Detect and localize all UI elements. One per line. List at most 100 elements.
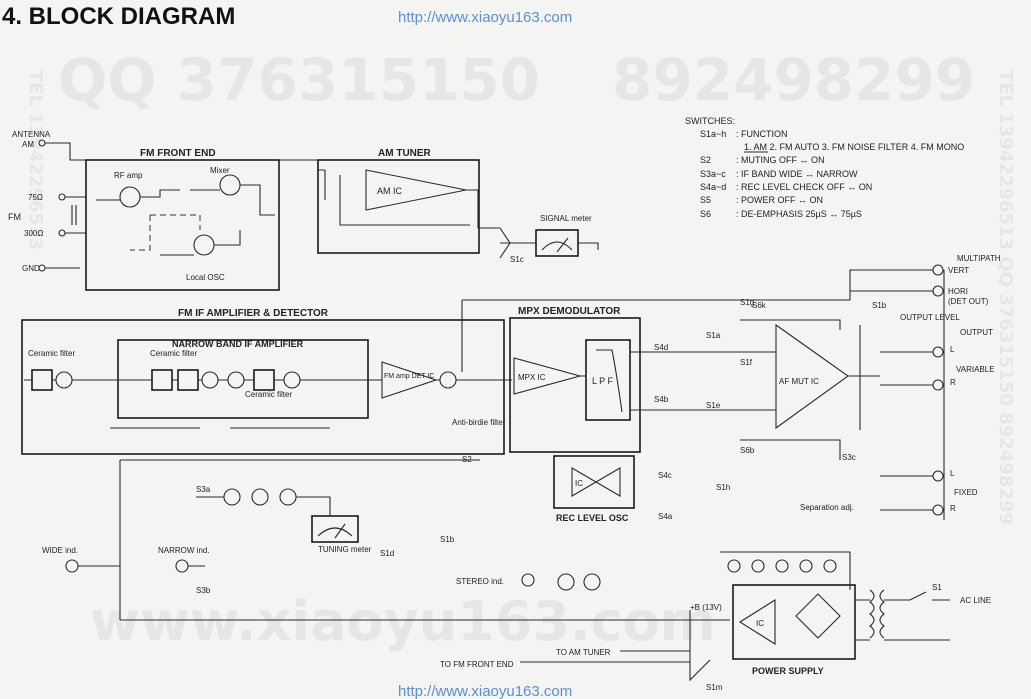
if-transistor-3-icon	[227, 371, 245, 389]
b-13v-label: +B (13V)	[690, 603, 722, 612]
stereo-transistor-1-icon	[557, 573, 575, 591]
fixed-l-label: L	[950, 469, 955, 478]
lpf-box	[585, 339, 631, 421]
legend-row-3-desc: : MUTING OFF ↔ ON	[736, 155, 825, 165]
tuning-meter-needle-icon	[317, 523, 353, 539]
switch-s3b-label: S3b	[196, 586, 211, 595]
indicator-wires	[78, 459, 480, 620]
lpf-label: L P F	[592, 376, 614, 386]
fm-if-block: FM IF AMPLIFIER & DETECTOR NARROW BAND I…	[21, 308, 512, 455]
ceramic-filter-label-3: Ceramic filter	[245, 390, 292, 399]
ohm75-label: 75Ω	[28, 193, 43, 202]
legend-row-7-id: S6	[700, 209, 711, 219]
mixer-transistor-icon	[219, 174, 241, 196]
output-wires	[461, 269, 945, 520]
switch-s1h-label: S1h	[716, 483, 730, 492]
switches-legend: SWITCHES: S1a~h : FUNCTION 1. AM 2. FM A…	[685, 116, 964, 219]
regulator-ic-label: IC	[756, 619, 764, 628]
switch-s6b-label: S6b	[740, 446, 755, 455]
fm-front-end-title: FM FRONT END	[140, 148, 216, 159]
switch-s1c-icon	[499, 227, 511, 259]
switch-s3a-label: S3a	[196, 485, 211, 494]
switch-s4c-label: S4c	[658, 471, 672, 480]
ceramic-filter-3-icon	[177, 369, 199, 391]
tuning-meter-label: TUNING meter	[318, 545, 372, 554]
ohm300-terminal-icon	[58, 229, 66, 237]
stereo-ind-lamp-icon	[521, 573, 535, 587]
signal-meter-label: SIGNAL meter	[540, 214, 592, 223]
ceramic-filter-1-icon	[31, 369, 53, 391]
pilot-lamp-2-icon	[751, 559, 765, 573]
mpx-out-wires	[580, 351, 690, 411]
tuning-transistor-2-icon	[251, 488, 269, 506]
fm-det-ic-triangle	[381, 361, 438, 399]
if-transistor-2-icon	[201, 371, 219, 389]
legend-row-4-desc: : IF BAND WIDE ↔ NARROW	[736, 169, 858, 179]
local-osc-label: Local OSC	[186, 273, 225, 282]
source-url-top[interactable]: http://www.xiaoyu163.com	[398, 9, 572, 26]
antenna-label: ANTENNA	[12, 130, 51, 139]
variable-r-label: R	[950, 378, 956, 387]
af-mut-wires	[690, 325, 880, 430]
tuning-transistor-1-icon	[223, 488, 241, 506]
watermark-tel-right: TEL 13942296513 QQ 376315150 892498299	[995, 70, 1016, 525]
switch-s1-label: S1	[932, 583, 942, 592]
legend-row-1-id: S1a~h	[700, 129, 726, 139]
fm-if-title: FM IF AMPLIFIER & DETECTOR	[178, 308, 329, 319]
legend-row-6-id: S5	[700, 195, 711, 205]
variable-l-jack-icon	[932, 346, 944, 358]
variable-l-label: L	[950, 345, 955, 354]
switch-s1b-mid-label: S1b	[440, 535, 455, 544]
switch-s1m-label: S1m	[706, 683, 723, 692]
mains-wires	[855, 591, 950, 641]
switch-s6k-label: S6k	[752, 301, 767, 310]
switch-s1a-label: S1a	[706, 331, 721, 340]
ceramic-filter-4-icon	[253, 369, 275, 391]
watermark-tel-left: TEL 13942296513	[25, 70, 46, 250]
vert-jack-icon	[932, 264, 944, 276]
stereo-ind-label: STEREO ind.	[456, 577, 504, 586]
af-mut-ic-triangle	[775, 323, 849, 430]
signal-meter: SIGNAL meter S1c	[499, 214, 599, 264]
signal-meter-box	[535, 229, 579, 257]
ceramic-filter-2-icon	[151, 369, 173, 391]
mixer-label: Mixer	[210, 166, 230, 175]
rec-osc-block: REC LEVEL OSC IC	[553, 455, 635, 523]
am-tuner-box	[317, 159, 480, 254]
narrow-if-box	[117, 339, 369, 419]
legend-row-4-id: S3a~c	[700, 169, 726, 179]
bottom-connections: TO FM FRONT END TO AM TUNER +B (13V)	[120, 603, 730, 682]
power-supply-box	[732, 584, 856, 660]
fm-osc-wire	[160, 230, 241, 256]
switch-s1b-label: S1b	[872, 301, 887, 310]
tuning-meter-box	[311, 515, 359, 543]
switch-s2-label: S2	[462, 455, 472, 464]
narrow-if-title: NARROW BAND IF AMPLIFIER	[172, 339, 304, 349]
narrow-ind-label: NARROW ind.	[158, 546, 210, 555]
switch-s1g-label: S1g	[740, 298, 754, 307]
rf-amp-transistor-icon	[119, 186, 141, 208]
output-label: OUTPUT	[960, 328, 993, 337]
to-fm-front-end-label: TO FM FRONT END	[440, 660, 514, 669]
power-supply-block: POWER SUPPLY IC S1 AC LINE	[720, 551, 991, 676]
power-supply-title: POWER SUPPLY	[752, 666, 824, 676]
legend-row-6-desc: : POWER OFF ↔ ON	[736, 195, 823, 205]
osc-transistor-icon	[193, 234, 215, 256]
source-url-bottom[interactable]: http://www.xiaoyu163.com	[398, 683, 572, 699]
switch-s4b-label: S4b	[654, 395, 669, 404]
signal-meter-needle-icon	[541, 237, 573, 253]
to-am-tuner-label: TO AM TUNER	[556, 648, 611, 657]
indicators: TUNING meter WIDE ind. NARROW ind. STERE…	[42, 459, 601, 620]
antenna-fm-label: FM	[8, 212, 21, 222]
rec-osc-ic-triangle	[571, 467, 598, 497]
variable-label: VARIABLE	[956, 365, 995, 374]
rec-osc-ic-triangle-2	[594, 467, 621, 497]
watermark-number: 892498299	[612, 46, 975, 114]
fixed-l-jack-icon	[932, 470, 944, 482]
switch-s1f-label: S1f	[740, 358, 753, 367]
antenna-am-label: AM	[22, 140, 34, 149]
fm-front-end-signal-path	[96, 184, 275, 216]
gang-tuning-link	[130, 214, 201, 251]
mpx-block: MPX DEMODULATOR MPX IC L P F	[509, 306, 690, 453]
